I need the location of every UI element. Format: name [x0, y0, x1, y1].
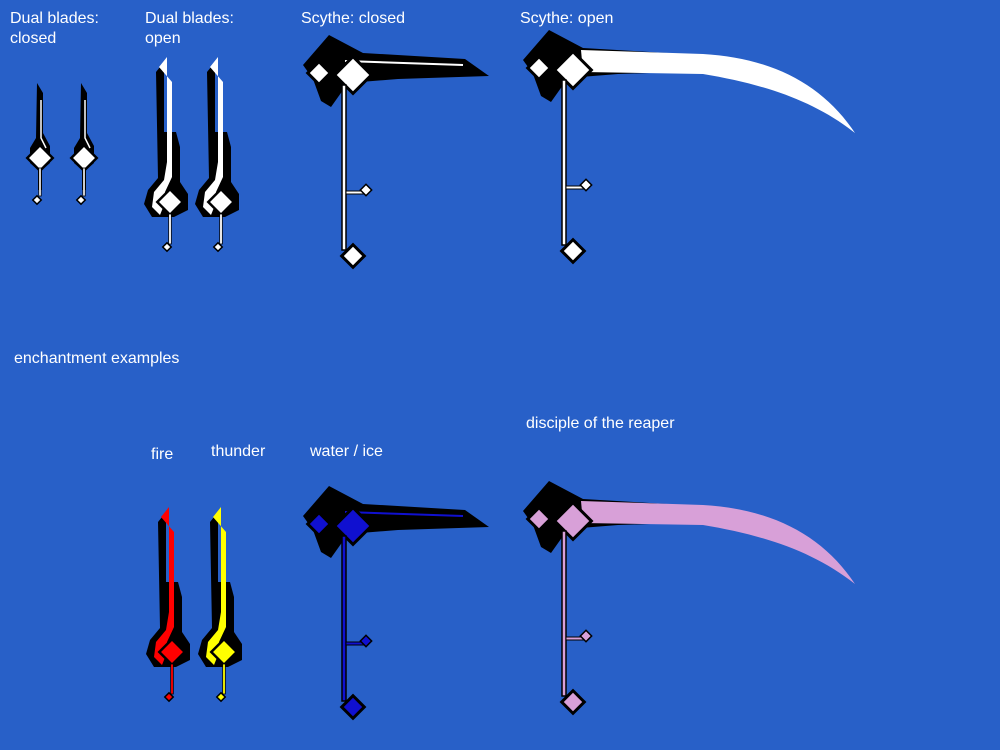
water-ice-label: water / ice: [310, 443, 383, 460]
enchantment-heading: enchantment examples: [14, 350, 180, 367]
dual-blades-closed-label-line1: Dual blades:: [10, 10, 99, 27]
dual-blade-closed-right: [70, 81, 98, 206]
water-ice-scythe: [301, 484, 491, 720]
scythe-closed-label: Scythe: closed: [301, 10, 406, 27]
scythe-open: [521, 28, 857, 264]
dual-blade-closed-left: [26, 81, 54, 206]
scythe-closed: [301, 33, 491, 269]
reaper-scythe: [521, 479, 857, 715]
reaper-label: disciple of the reaper: [526, 415, 675, 432]
dual-blades-closed-label-line2: closed: [10, 30, 57, 47]
fire-blade: [144, 505, 192, 703]
dual-blades-open-label-line1: Dual blades:: [145, 10, 234, 27]
dual-blades-open-label-line2: open: [145, 30, 181, 47]
scythe-open-label: Scythe: open: [520, 10, 614, 27]
thunder-blade: [196, 505, 244, 703]
fire-label: fire: [151, 446, 174, 463]
dual-blade-open-left: [142, 55, 190, 253]
dual-blade-open-right: [193, 55, 241, 253]
thunder-label: thunder: [211, 443, 266, 460]
